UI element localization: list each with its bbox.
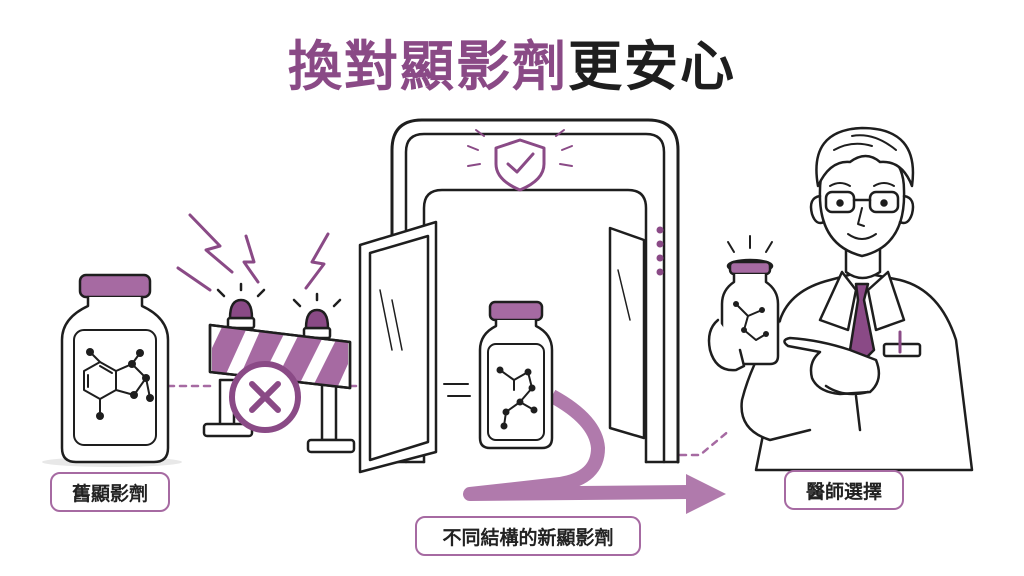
barrier-icon: [176, 213, 356, 454]
arrow-icon: [463, 389, 726, 514]
connector-line-right: [678, 428, 732, 457]
lightning-icon: [176, 213, 330, 292]
new-agent-bottle-icon: [478, 300, 554, 450]
doctor-icon: [707, 126, 974, 472]
title-accent: 換對顯影劑: [288, 35, 568, 98]
old-agent-bottle-icon: [42, 273, 182, 467]
x-icon: [229, 361, 301, 433]
gate-icon: [358, 118, 680, 474]
doctor-choice-label: 醫師選擇: [784, 470, 904, 510]
shield-check-icon: [467, 129, 573, 192]
new-agent-label: 不同結構的新顯影劑: [415, 516, 641, 556]
page-title: 換對顯影劑更安心: [0, 22, 1024, 101]
siren-icon: [216, 282, 342, 340]
title-dark: 更安心: [568, 35, 736, 98]
old-agent-label: 舊顯影劑: [50, 472, 170, 512]
